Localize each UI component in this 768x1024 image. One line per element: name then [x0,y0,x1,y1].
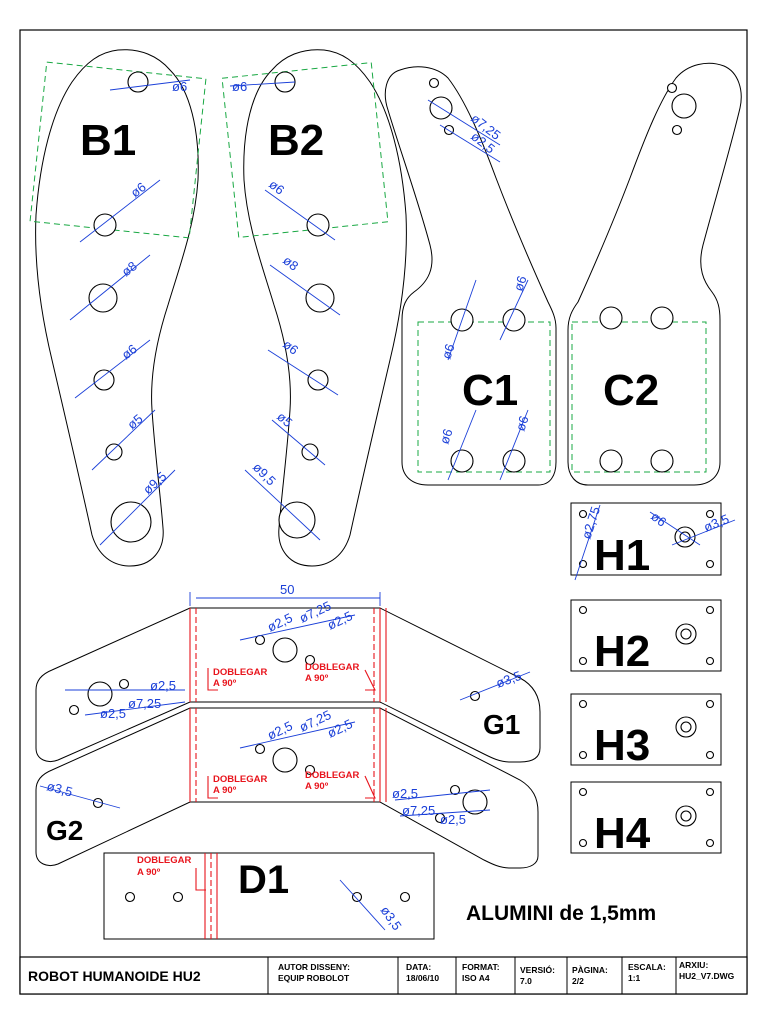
page-label: PÀGINA: [572,965,608,975]
dim-h1-2: ø6 [648,509,669,530]
dim-g1-50: 50 [280,582,294,597]
author-value: EQUIP ROBOLOT [278,973,350,983]
dim-g1-4: ø2,5 [100,706,126,721]
dim-g2-4: ø3,5 [45,778,74,799]
dim-b2-3: ø8 [280,253,301,274]
part-h3: H3 [570,693,722,770]
part-c2: C2 [567,62,742,486]
dim-b2-2: ø6 [266,177,287,198]
bend-note-d1-2: A 90º [137,867,161,878]
part-g1: G1 50 ø2,5 ø7,25 ø2,5 ø2,5 ø7,25 ø2,5 ø3… [35,582,541,763]
part-label-h1: H1 [594,531,650,580]
dim-b1-1: ø6 [172,79,187,94]
part-g2: G2 ø2,5 ø7,25 ø2,5 ø3,5 ø2,5 ø7,25 ø2,5 … [35,707,539,869]
file-value: HU2_V7.DWG [679,971,735,981]
dim-g2-5: ø2,5 [392,786,418,801]
dim-b1-2: ø6 [128,179,149,200]
part-label-d1: D1 [238,858,289,902]
part-b2: B2 ø6 ø6 ø8 ø6 ø5 ø9,5 [221,49,407,567]
dim-g2-7: ø2,5 [440,812,466,827]
dim-c1-5: ø6 [437,427,456,446]
dim-g2-6: ø7,25 [402,803,435,818]
dim-b2-1: ø6 [232,79,247,94]
format-label: FORMAT: [462,962,500,972]
part-c1: C1 ø7,25 ø2,5 ø6 ø6 ø6 ø6 [384,66,557,486]
date-value: 18/06/10 [406,973,439,983]
bend-note-g1-left-2: A 90º [213,678,237,689]
dim-b2-4: ø6 [280,337,301,358]
part-h4: H4 [570,781,722,858]
bend-note-g2-right-2: A 90º [305,781,329,792]
part-label-c1: C1 [462,366,518,415]
part-label-c2: C2 [603,366,659,415]
part-label-b1: B1 [80,116,136,165]
material-note: ALUMINI de 1,5mm [466,902,656,925]
bend-note-g1-right-1: DOBLEGAR [305,662,360,673]
bend-note-d1-1: DOBLEGAR [137,855,192,866]
bend-note-g1-left-1: DOBLEGAR [213,667,268,678]
drawing-title: ROBOT HUMANOIDE HU2 [28,968,201,984]
title-block: ROBOT HUMANOIDE HU2 AUTOR DISSENY: EQUIP… [19,956,748,995]
version-value: 7.0 [520,976,532,986]
bend-note-g1-right-2: A 90º [305,673,329,684]
dim-b1-5: ø5 [124,411,145,432]
dim-b1-4: ø6 [119,341,140,362]
author-label: AUTOR DISSENY: [278,962,350,972]
file-label: ARXIU: [679,960,708,970]
part-d1: D1 ø3,5 DOBLEGAR A 90º [103,852,435,940]
dim-g1-3: ø7,25 [128,696,161,711]
part-label-b2: B2 [268,116,324,165]
part-b1: B1 ø6 ø6 ø8 ø6 ø5 ø9,5 [29,49,207,567]
date-label: DATA: [406,962,431,972]
dim-g1-2: ø2,5 [150,678,176,693]
part-label-h4: H4 [594,809,651,858]
version-label: VERSIÓ: [520,964,555,975]
dim-c1-3: ø6 [439,342,458,361]
part-h1: H1 ø2,75 ø6 ø3,5 [570,502,736,581]
part-label-g2: G2 [46,815,83,846]
part-h2: H2 [570,599,722,676]
format-value: ISO A4 [462,973,490,983]
scale-label: ESCALA: [628,962,666,972]
part-label-h3: H3 [594,721,650,770]
page-value: 2/2 [572,976,584,986]
dim-b2-6: ø9,5 [250,460,279,489]
dim-c1-6: ø6 [513,414,532,433]
dim-c1-4: ø6 [511,274,530,293]
dim-b2-5: ø5 [274,409,295,430]
bend-note-g2-left-2: A 90º [213,785,237,796]
bend-note-g2-right-1: DOBLEGAR [305,770,360,781]
scale-value: 1:1 [628,973,641,983]
part-label-h2: H2 [594,627,650,676]
bend-note-g2-left-1: DOBLEGAR [213,774,268,785]
dim-b1-3: ø8 [119,258,140,279]
part-label-g1: G1 [483,709,520,740]
